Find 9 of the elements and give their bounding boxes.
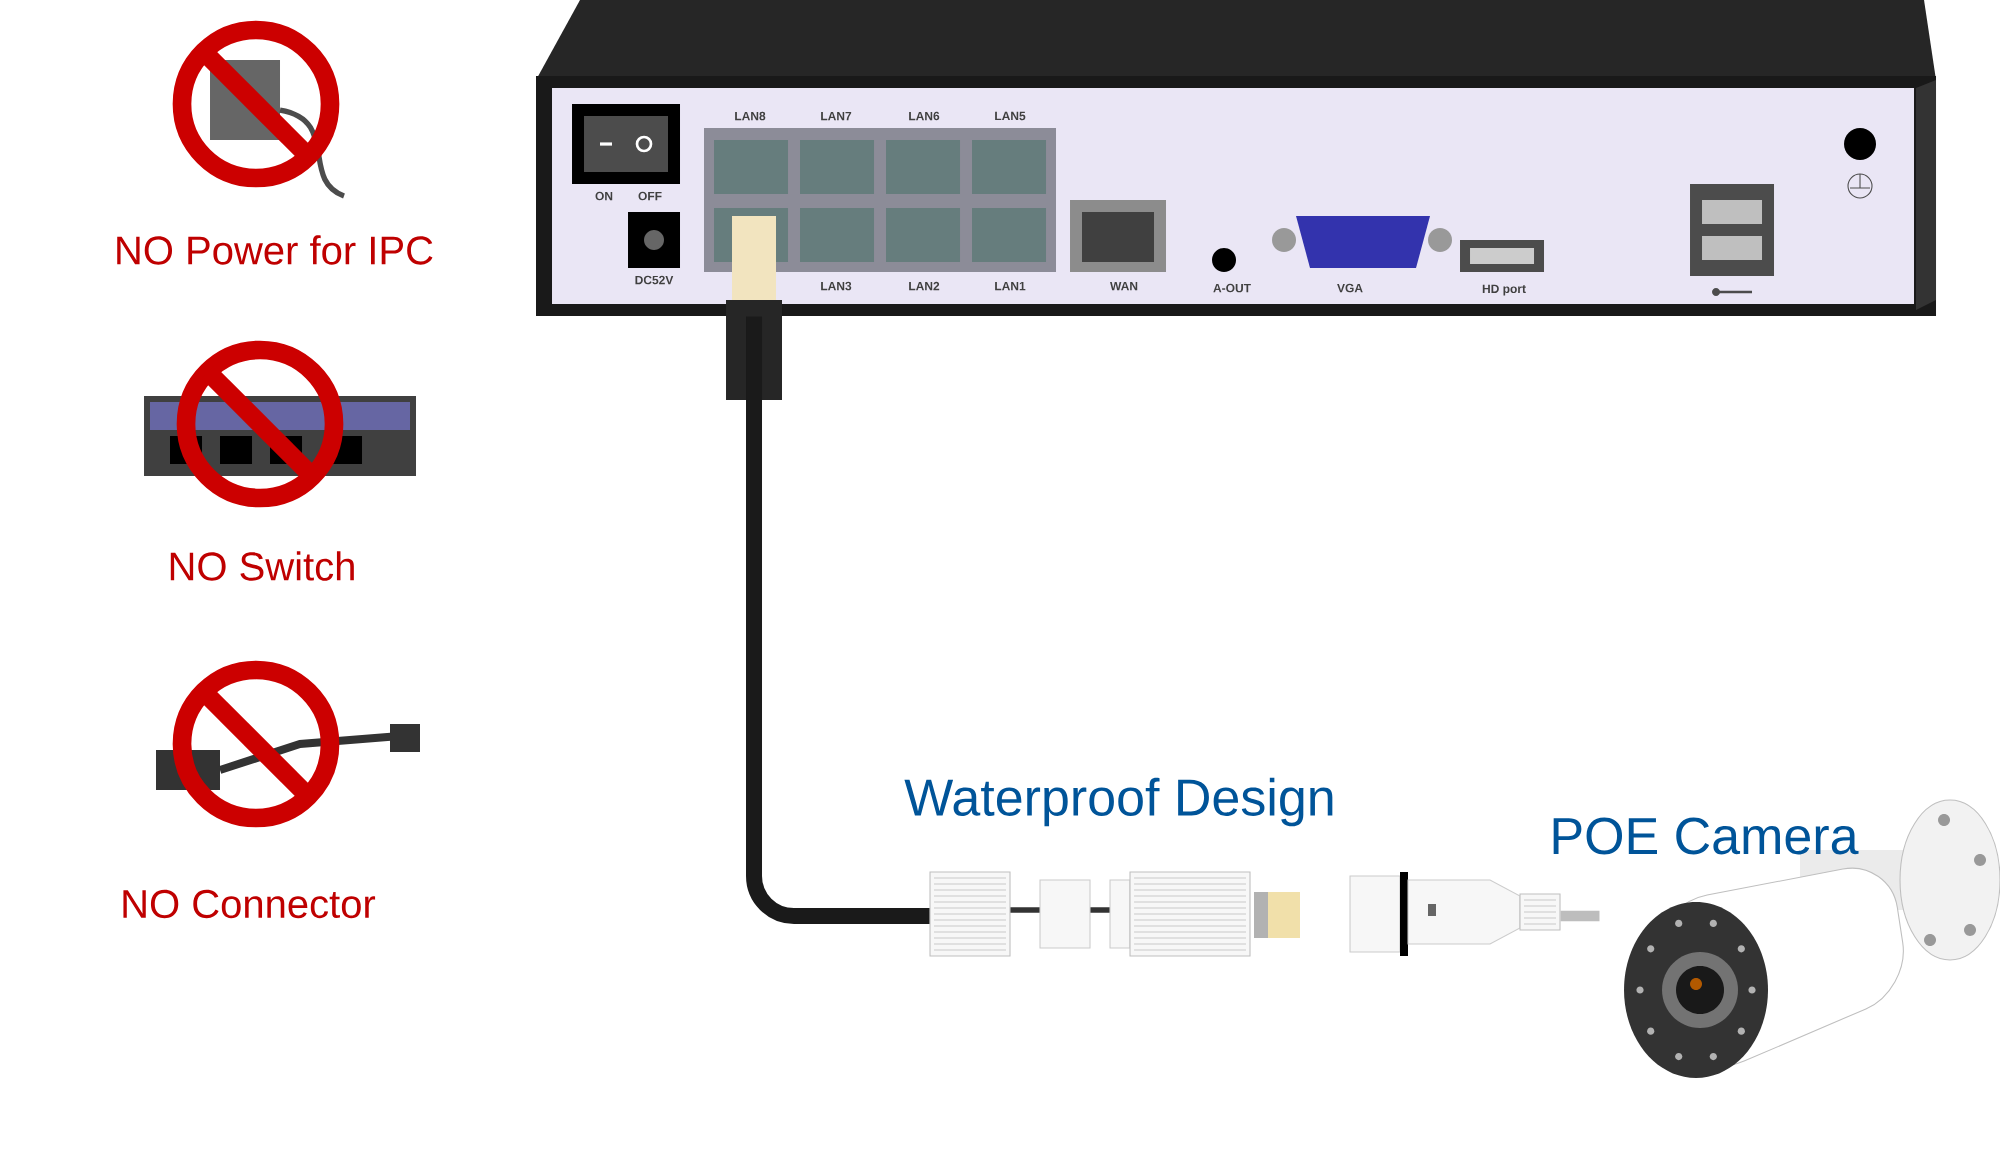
- node-label: POE Camera: [1553, 817, 1859, 855]
- waterproof-connector-drawing: [929, 871, 1561, 957]
- cable: [746, 316, 930, 924]
- warning-caption: NO Switch: [170, 551, 354, 581]
- nvr-drawing: [536, 0, 1936, 316]
- cable: [1560, 910, 1600, 922]
- warning-caption: NO Connector: [123, 889, 376, 919]
- node-label: Waterproof Design: [904, 777, 1333, 827]
- warning-caption: NO Power for IPC: [117, 235, 433, 265]
